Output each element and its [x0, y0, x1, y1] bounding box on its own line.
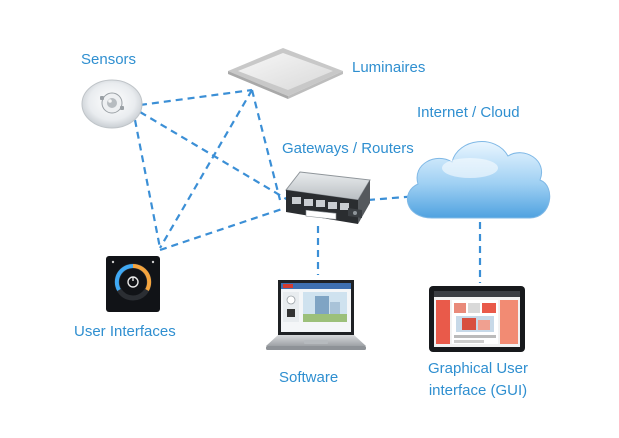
software-label: Software	[279, 369, 339, 386]
cloud-icon	[407, 141, 551, 219]
sensors-label: Sensors	[81, 51, 137, 68]
gui-label: Graphical User interface (GUI)	[418, 360, 538, 400]
gateways-routers-label: Gateways / Routers	[282, 140, 414, 157]
link-luminaire-userinterface	[159, 89, 253, 249]
internet-cloud-label: Internet / Cloud	[417, 104, 520, 121]
laptop-icon	[266, 280, 366, 350]
link-sensor-userinterface	[133, 119, 162, 249]
connection-lines	[133, 88, 482, 283]
link-luminaire-gateway	[250, 89, 282, 201]
gui-label-line2: interface (GUI)	[428, 382, 528, 399]
luminaire-icon	[228, 48, 343, 99]
wall-dimmer-panel-icon	[106, 256, 160, 312]
sensor-icon	[81, 79, 143, 129]
gateway-router-icon	[285, 171, 371, 224]
tablet-icon	[429, 286, 525, 352]
link-sensor-luminaire	[139, 88, 253, 107]
user-interfaces-label: User Interfaces	[74, 323, 176, 340]
link-userinterface-gateway	[159, 206, 286, 252]
gui-label-line1: Graphical User	[427, 360, 529, 377]
luminaires-label: Luminaires	[352, 59, 426, 76]
